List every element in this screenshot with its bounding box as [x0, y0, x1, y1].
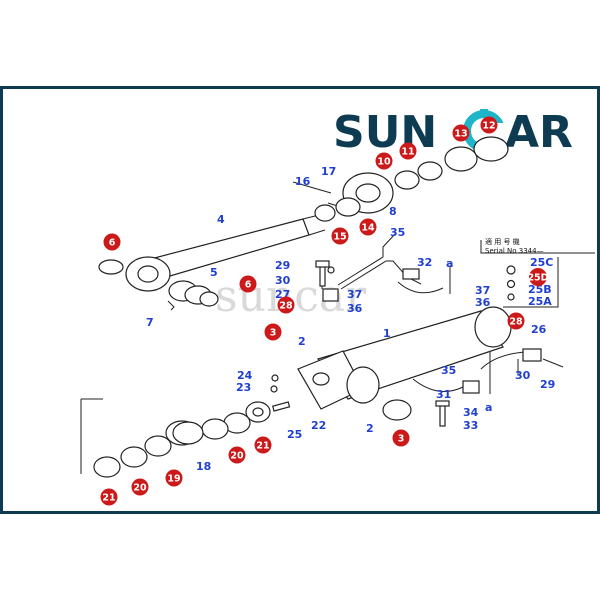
highlighted-part-badges: 3 3 6 6 10 11 12 13 14 15 18 19 20 20 21… [100, 116, 549, 506]
diagram-frame: SUN AR suncar [0, 86, 600, 514]
badge-number: 6 [109, 238, 116, 249]
exploded-parts-diagram: SUN AR suncar [80, 107, 595, 506]
part-label: 2 [366, 422, 374, 435]
bushing-lower [382, 399, 412, 421]
part-label: 29 [540, 378, 555, 391]
part-label: 24 [237, 369, 253, 382]
badge-10: 10 [375, 152, 393, 170]
part-label: 4 [217, 213, 225, 226]
dust-seal-ring [98, 259, 124, 275]
part-label: 2 [298, 335, 306, 348]
piston-rod [125, 213, 326, 292]
badge-12: 12 [480, 116, 498, 134]
part-label: 32 [417, 256, 432, 269]
part-label: 25A [528, 295, 552, 308]
badge-15: 15 [331, 227, 349, 245]
bolt-33 [435, 400, 450, 427]
fitting-31 [412, 378, 480, 394]
serial-note: 適 用 号 機 Serial No 3344— 25C 25B 25A [485, 237, 559, 308]
part-label: 36 [475, 296, 491, 309]
part-label: 31 [436, 388, 451, 401]
rod-bushing-set [168, 280, 219, 307]
badge-number: 20 [230, 451, 244, 462]
bolt-block-29 [315, 260, 339, 302]
snap-pin [167, 300, 175, 311]
serial-note-line2: Serial No 3344— [485, 247, 544, 255]
badge-13: 13 [452, 124, 470, 142]
washer-stack-25 [506, 265, 516, 301]
badge-18: 18 [196, 460, 211, 473]
serial-note-line1: 適 用 号 機 [485, 237, 520, 246]
badge-number: 14 [361, 223, 375, 234]
part-label: 35 [441, 364, 456, 377]
cylinder-head [314, 136, 509, 222]
badge-number: 20 [133, 483, 147, 494]
watermark: suncar [215, 271, 367, 322]
cylinder-tube [297, 306, 512, 410]
part-label: 25 [287, 428, 302, 441]
part-label: 34 [463, 406, 479, 419]
part-label: 25B [528, 283, 552, 296]
badge-number: 15 [333, 232, 346, 243]
badge-21-right: 21 [254, 436, 272, 454]
badge-3-upper: 3 [264, 323, 282, 341]
part-label: 25C [530, 256, 553, 269]
badge-6-mid: 6 [239, 275, 257, 293]
badge-number: 28 [509, 317, 523, 328]
part-label: 26 [531, 323, 547, 336]
badge-28-mid: 28 [277, 296, 295, 314]
part-label: 37 [347, 288, 362, 301]
fitting-26 [480, 348, 564, 370]
badge-3-lower: 3 [392, 429, 410, 447]
part-label: 35 [390, 226, 405, 239]
badge-6-left: 6 [103, 233, 121, 251]
part-label: 30 [515, 369, 531, 382]
part-labels: 1 2 2 4 5 7 8 16 17 22 23 24 25 26 27 29… [146, 165, 555, 441]
logo-text-left: SUN [333, 107, 437, 158]
part-label: 22 [311, 419, 326, 432]
badge-number: 11 [401, 147, 414, 158]
part-label: 30 [275, 274, 291, 287]
badge-11: 11 [399, 142, 417, 160]
part-label: 7 [146, 316, 154, 329]
pipe-clamp-32 [397, 268, 444, 294]
part-label: 37 [475, 284, 490, 297]
part-label: 18 [196, 460, 211, 473]
badge-number: 3 [270, 328, 277, 339]
badge-19: 19 [165, 469, 183, 487]
badge-21-left: 21 [100, 488, 118, 506]
small-washers [270, 266, 335, 393]
logo-text-right: AR [505, 107, 573, 158]
part-label: 8 [389, 205, 397, 218]
badge-28-right: 28 [507, 312, 525, 330]
badge-14: 14 [359, 218, 377, 236]
badge-number: 3 [398, 434, 405, 445]
badge-number: 12 [482, 121, 495, 132]
badge-number: 19 [167, 474, 180, 485]
badge-20-right: 20 [228, 446, 246, 464]
part-label: 1 [383, 327, 391, 340]
part-label: 33 [463, 419, 478, 432]
badge-number: 25D [527, 273, 548, 284]
part-label: a [485, 401, 492, 414]
badge-number: 21 [256, 441, 269, 452]
badge-number: 21 [102, 493, 115, 504]
part-label: 16 [295, 175, 311, 188]
piston-assembly [93, 401, 291, 478]
badge-number: 6 [245, 280, 252, 291]
part-label: 29 [275, 259, 290, 272]
badge-number: 28 [279, 301, 293, 312]
badge-20-left: 20 [131, 478, 149, 496]
badge-25d: 25D [527, 268, 549, 286]
suncar-logo: SUN AR [333, 107, 573, 158]
part-label: 5 [210, 266, 218, 279]
badge-number: 10 [377, 157, 391, 168]
part-label: 23 [236, 381, 251, 394]
badge-number: 13 [454, 129, 467, 140]
part-label: 36 [347, 302, 363, 315]
part-label: a [446, 257, 453, 270]
part-label: 17 [321, 165, 336, 178]
